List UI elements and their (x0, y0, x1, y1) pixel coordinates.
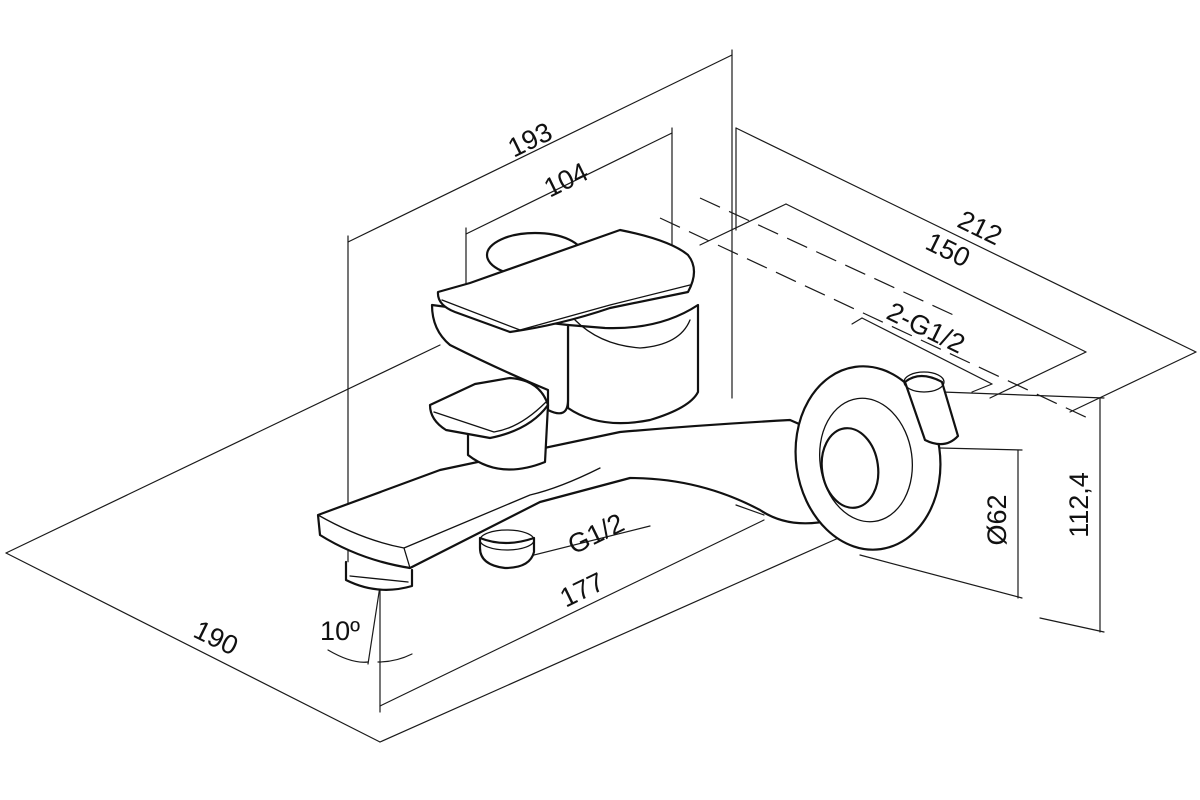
dim-10-degrees: 10º (320, 616, 360, 646)
spout-outlet (344, 560, 414, 591)
dim-phi62: Ø62 (982, 494, 1012, 545)
dim-193: 193 (503, 117, 557, 164)
centerlines (659, 197, 1093, 421)
dim-190: 190 (189, 615, 243, 662)
dim-104: 104 (539, 157, 593, 204)
spout-body (316, 418, 872, 570)
eccentric-connector (820, 427, 880, 509)
dimension-lines (5, 49, 1197, 743)
wall-pipe (903, 374, 960, 446)
cartridge-body (566, 303, 700, 425)
faucet-body (316, 228, 960, 591)
dim-112-4: 112,4 (1064, 472, 1094, 538)
bottom-connector (478, 536, 536, 570)
dim-177: 177 (555, 567, 609, 614)
dim-g1-2: G1/2 (563, 508, 629, 561)
main-lever (436, 228, 696, 334)
